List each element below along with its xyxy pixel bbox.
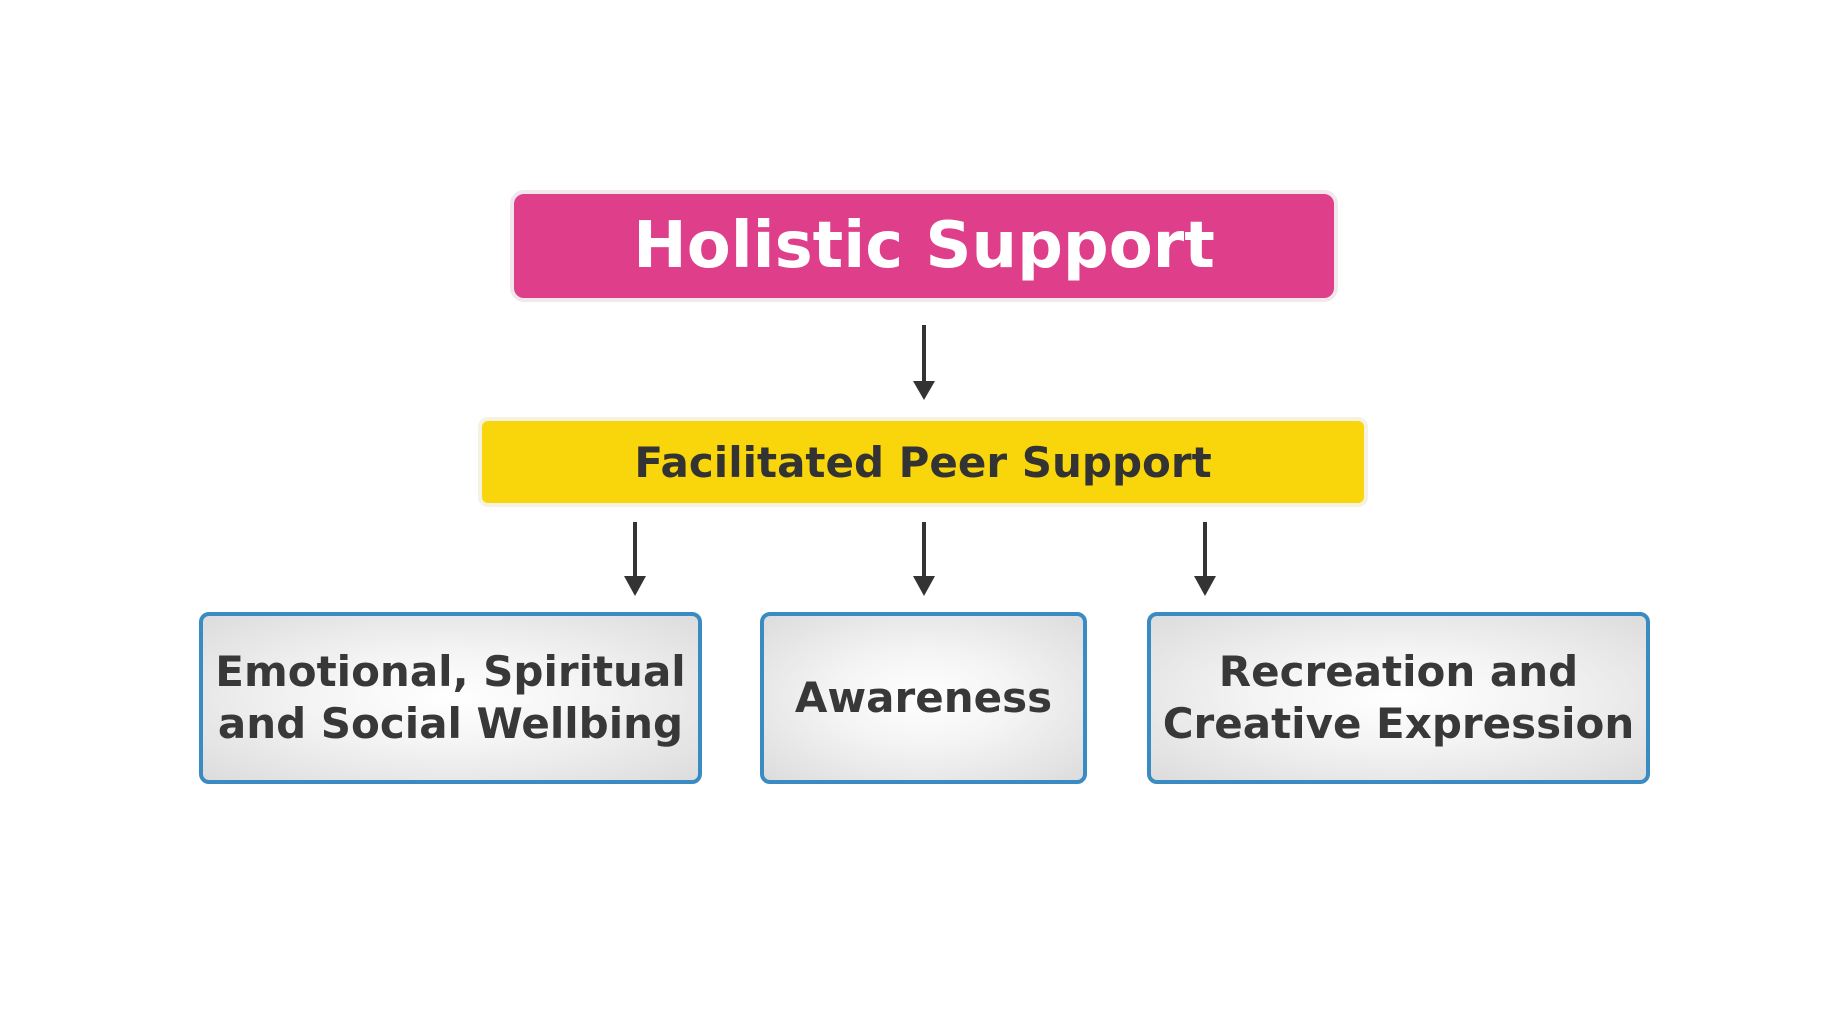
emotional-spiritual-social-box: Emotional, Spiritual and Social Wellbing	[199, 612, 702, 784]
arrow-middle-to-center	[913, 522, 935, 596]
holistic-support-box: Holistic Support	[510, 190, 1338, 302]
recreation-creative-label: Recreation and Creative Expression	[1162, 647, 1635, 748]
holistic-support-label: Holistic Support	[633, 209, 1215, 283]
arrow-root-to-middle	[913, 325, 935, 400]
facilitated-peer-support-label: Facilitated Peer Support	[634, 437, 1212, 487]
arrow-middle-to-left	[624, 522, 646, 596]
emotional-spiritual-social-label: Emotional, Spiritual and Social Wellbing	[215, 647, 686, 748]
arrow-middle-to-right	[1194, 522, 1216, 596]
awareness-box: Awareness	[760, 612, 1087, 784]
facilitated-peer-support-box: Facilitated Peer Support	[478, 417, 1368, 507]
recreation-creative-box: Recreation and Creative Expression	[1147, 612, 1650, 784]
awareness-label: Awareness	[794, 673, 1053, 722]
